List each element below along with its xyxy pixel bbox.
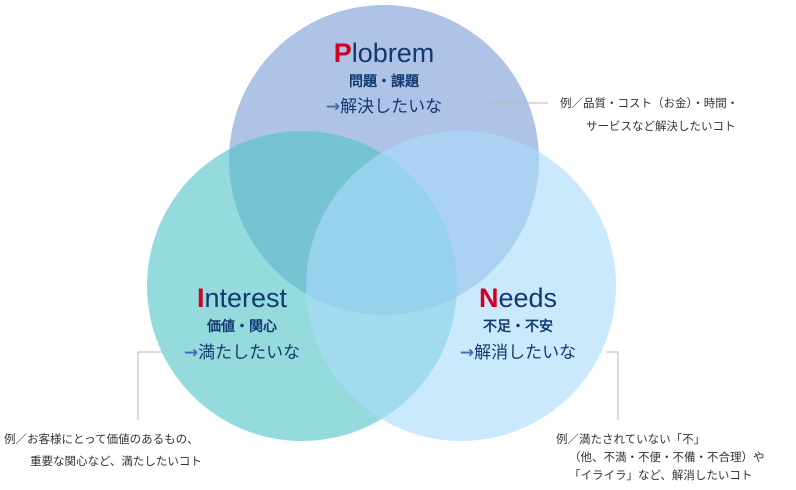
interest-note-line1: 例／お客様にとって価値のあるもの、 — [4, 432, 199, 446]
needs-note-line1: 例／満たされていない「不」 — [556, 432, 705, 446]
needs-title: Needs — [479, 283, 557, 313]
problem-note-line1: 例／品質・コスト（お金）・時間・ — [560, 96, 738, 110]
arrow-icon: → — [184, 343, 198, 363]
arrow-icon: → — [460, 343, 474, 363]
needs-title-rest: eeds — [498, 283, 557, 313]
interest-title: Interest — [197, 283, 288, 313]
needs-want: →解消したいな — [460, 343, 576, 363]
problem-initial: P — [334, 38, 352, 68]
needs-subtitle: 不足・不安 — [483, 318, 553, 335]
problem-want-text: 解決したいな — [340, 97, 442, 117]
interest-note-line2: 重要な関心など、満たしたいコト — [30, 454, 202, 468]
needs-note-line3: 「イライラ」など、解消したいコト — [569, 468, 752, 482]
interest-title-rest: nterest — [204, 283, 287, 313]
problem-subtitle: 問題・課題 — [349, 73, 420, 90]
problem-note-line2: サービスなど解決したいコト — [586, 119, 736, 133]
needs-note-line2: （他、不満・不便・不備・不合理）や — [569, 450, 765, 464]
needs-initial: N — [479, 283, 499, 313]
needs-want-text: 解消したいな — [474, 343, 576, 363]
problem-title-rest: lobrem — [352, 38, 435, 68]
interest-want: →満たしたいな — [184, 343, 300, 363]
arrow-icon: → — [326, 97, 340, 117]
interest-initial: I — [197, 283, 205, 313]
interest-subtitle: 価値・関心 — [206, 318, 277, 335]
needs-circle — [306, 131, 616, 441]
needs-note-leader — [606, 351, 619, 420]
interest-note-leader — [137, 351, 163, 420]
interest-want-text: 満たしたいな — [198, 343, 300, 363]
problem-want: →解決したいな — [326, 97, 442, 117]
problem-title: Plobrem — [334, 38, 435, 68]
